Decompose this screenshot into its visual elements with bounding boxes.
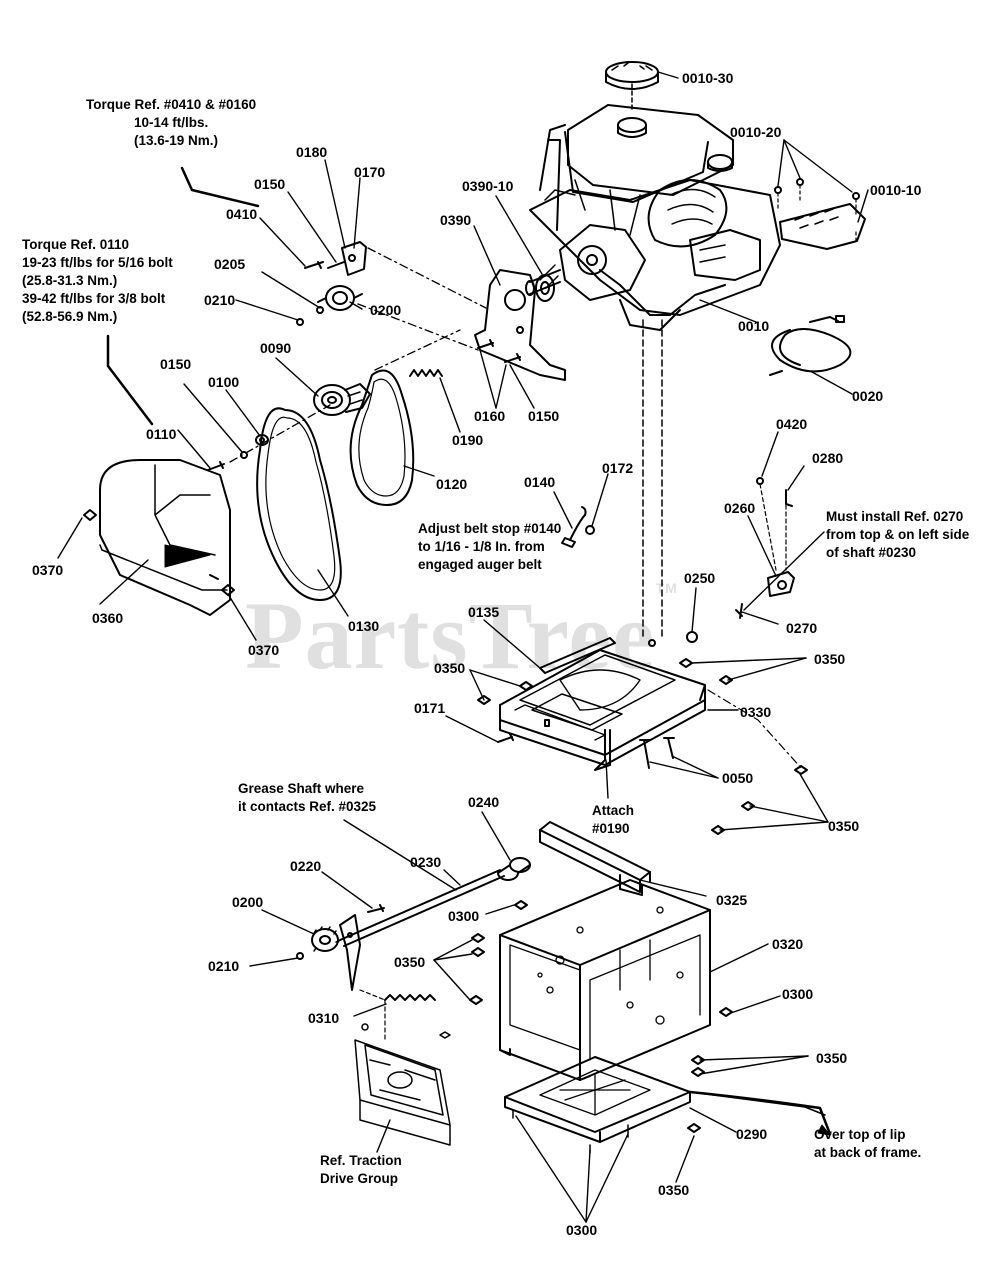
part-label-0150-mid: 0150: [528, 408, 560, 424]
part-label-0330: 0330: [740, 704, 772, 720]
part-label-0120: 0120: [436, 476, 468, 492]
note-grease-shaft: Grease Shaft where it contacts Ref. #032…: [238, 781, 377, 814]
part-label-0300-b: 0300: [782, 986, 814, 1002]
housing-0330: [499, 649, 706, 771]
part-label-0250: 0250: [684, 570, 716, 586]
engine-illustration: [525, 61, 781, 641]
part-label-0280: 0280: [812, 450, 844, 466]
bracket-0390: [474, 269, 566, 381]
part-label-0410: 0410: [226, 206, 258, 222]
plate-0290: [504, 1056, 691, 1143]
part-label-0150-top: 0150: [254, 176, 286, 192]
part-label-0370-left: 0370: [32, 562, 64, 578]
part-label-0350-e: 0350: [816, 1050, 848, 1066]
belt-0130: [256, 407, 342, 601]
part-label-0150-left: 0150: [160, 356, 192, 372]
part-label-0200-top: 0200: [370, 302, 402, 318]
part-label-0300-c: 0300: [566, 1222, 598, 1238]
part-label-0230: 0230: [410, 854, 442, 870]
part-label-0370-right: 0370: [248, 642, 280, 658]
part-label-0350-b: 0350: [814, 651, 846, 667]
part-label-0290: 0290: [736, 1126, 768, 1142]
note-traction-drive: Ref. Traction Drive Group: [320, 1153, 402, 1186]
torque-0110-leader: [106, 334, 154, 426]
slider-0135: [539, 637, 616, 674]
note-attach: Attach #0190: [592, 803, 635, 836]
part-label-0320: 0320: [772, 936, 804, 952]
bracket-0325: [539, 821, 651, 896]
part-label-0130: 0130: [348, 618, 380, 634]
traction-drive-group: [354, 1023, 451, 1146]
over-top-leader: [688, 1090, 832, 1136]
leader-lines: [57, 71, 869, 1223]
pulley-0200-lower: [311, 926, 340, 952]
part-label-0210-top: 0210: [204, 292, 236, 308]
note-torque-0410: Torque Ref. #0410 & #0160 10-14 ft/lbs. …: [86, 97, 257, 148]
note-torque-0110: Torque Ref. 0110 19-23 ft/lbs for 5/16 b…: [22, 237, 173, 324]
pulley-0200: [317, 285, 363, 311]
cord-0020: [769, 315, 852, 376]
bracket-0170: [304, 241, 367, 276]
belt-cover-0360: [99, 459, 231, 616]
bracket-0260: [767, 571, 795, 597]
part-label-0220: 0220: [290, 858, 322, 874]
part-label-0240: 0240: [468, 794, 500, 810]
part-label-0350-f: 0350: [658, 1182, 690, 1198]
note-must-install: Must install Ref. 0270 from top & on lef…: [826, 509, 970, 560]
spring-0190: [409, 369, 443, 377]
part-label-0100: 0100: [208, 374, 240, 390]
part-label-0135: 0135: [468, 604, 500, 620]
part-label-0390: 0390: [440, 212, 472, 228]
note-over-top: Over top of lip at back of frame.: [814, 1127, 922, 1160]
part-label-0010-10: 0010-10: [870, 182, 922, 198]
part-label-0300-a: 0300: [448, 908, 480, 924]
part-label-0350-c: 0350: [828, 818, 860, 834]
part-label-0205: 0205: [214, 256, 246, 272]
part-label-0180: 0180: [296, 144, 328, 160]
belt-stop-0140: [569, 506, 587, 541]
part-label-0325: 0325: [716, 892, 748, 908]
part-label-0010-20: 0010-20: [730, 124, 782, 140]
part-label-0010: 0010: [738, 318, 770, 334]
part-label-0270: 0270: [786, 620, 818, 636]
part-label-0310: 0310: [308, 1010, 340, 1026]
guard-0010-10: [779, 203, 866, 250]
part-label-0360: 0360: [92, 610, 124, 626]
belt-0120: [349, 369, 415, 506]
part-label-0210-bottom: 0210: [208, 958, 240, 974]
part-label-0190: 0190: [452, 432, 484, 448]
torque-leader: [180, 166, 260, 208]
bracket-lower-left: [339, 914, 361, 991]
part-label-0160: 0160: [474, 408, 506, 424]
note-belt-stop: Adjust belt stop #0140 to 1/16 - 1/8 In.…: [418, 521, 562, 572]
part-label-0090: 0090: [260, 340, 292, 356]
part-label-0172: 0172: [602, 460, 634, 476]
part-label-0110: 0110: [146, 426, 177, 442]
washer-0390-10: [535, 274, 555, 302]
part-label-0171: 0171: [414, 700, 446, 716]
part-label-0350-d: 0350: [394, 954, 426, 970]
part-label-0050: 0050: [722, 770, 754, 786]
part-label-0420: 0420: [776, 416, 808, 432]
part-label-0350-a: 0350: [434, 660, 466, 676]
part-label-0200-bottom: 0200: [232, 894, 264, 910]
part-label-0140: 0140: [524, 474, 556, 490]
part-label-0260: 0260: [724, 500, 756, 516]
part-label-0010-30: 0010-30: [682, 70, 734, 86]
shaft-0230: [339, 869, 505, 947]
part-label-0170: 0170: [354, 164, 386, 180]
part-label-0020: 0020: [852, 388, 884, 404]
pulley-0090: [313, 383, 371, 416]
frame-0320: [499, 879, 711, 1081]
part-label-0390-10: 0390-10: [462, 178, 514, 194]
spring-0310: [384, 994, 436, 1001]
